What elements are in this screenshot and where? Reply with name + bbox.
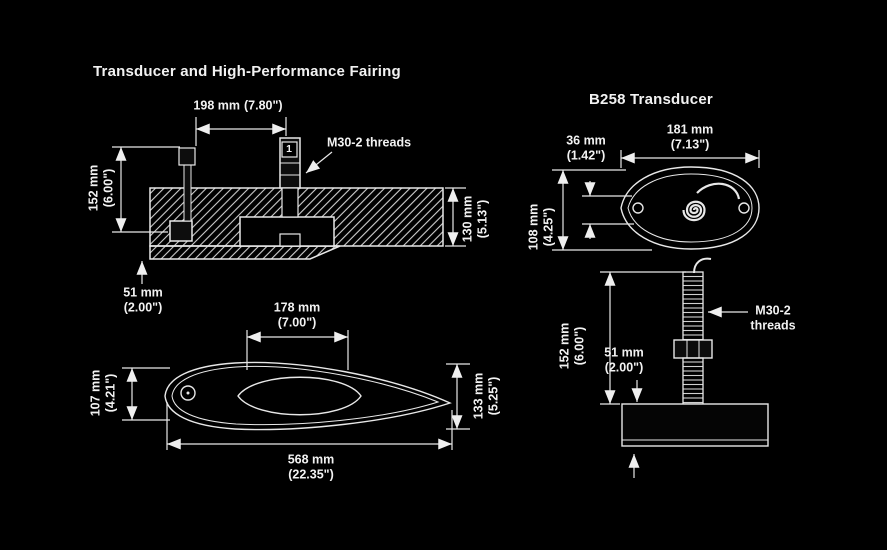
dim-mm: 108 mm xyxy=(526,203,541,251)
dim-mm: 568 mm xyxy=(287,452,335,467)
dim-mm: 152 mm xyxy=(557,322,572,370)
cable-coil xyxy=(682,200,706,222)
dim-fairing-stem-spacing: 198 mm(7.80") xyxy=(193,99,282,114)
dim-inches: (2.00") xyxy=(123,300,163,314)
threads-label-line1: M30-2 xyxy=(755,303,791,318)
dim-fairing-protrusion: 51 mm(2.00") xyxy=(123,285,163,315)
dim-mm: 51 mm xyxy=(604,345,644,360)
dim-fairing-overall-length: 568 mm(22.35") xyxy=(288,452,335,482)
dim-inches: (6.00") xyxy=(101,168,115,208)
cable-exit xyxy=(696,182,741,200)
callout-1: 1 xyxy=(286,143,292,155)
fairing-diagram-title: Transducer and High-Performance Fairing xyxy=(93,63,401,80)
dim-inches: (4.25") xyxy=(541,207,555,247)
dim-fairing-nose-width: 107 mm(4.21") xyxy=(88,370,118,417)
transducer-top-dimensions xyxy=(552,150,760,251)
dim-inches: (7.00") xyxy=(277,315,317,329)
dim-mm: 130 mm xyxy=(460,195,475,243)
dim-cavity-length: 178 mm(7.00") xyxy=(274,300,321,330)
dim-mm: 198 mm xyxy=(193,98,240,113)
dim-inches: (6.00") xyxy=(572,326,586,366)
dim-inches: (5.25") xyxy=(486,376,500,416)
dim-mm: 178 mm xyxy=(273,300,321,315)
dim-inches: (22.35") xyxy=(288,467,334,481)
dim-inches: (7.13") xyxy=(670,137,710,151)
dim-inches: (7.80") xyxy=(243,98,283,113)
dim-inches: (1.42") xyxy=(566,148,606,162)
fairing-side-dimensions xyxy=(112,117,466,284)
transducer-diagram-title: B258 Transducer xyxy=(589,91,713,108)
dim-stem-clearance: 51 mm(2.00") xyxy=(604,345,644,375)
dim-fairing-max-width: 133 mm(5.25") xyxy=(471,373,501,420)
dim-fairing-height: 152 mm(6.00") xyxy=(86,165,116,212)
fairing-top-view xyxy=(164,361,452,431)
dim-mm: 107 mm xyxy=(88,369,103,417)
dim-hull-thickness: 130 mm(5.13") xyxy=(460,196,490,243)
dim-mm: 36 mm xyxy=(566,133,606,148)
dim-mm: 51 mm xyxy=(123,285,163,300)
fairing-top-dimensions xyxy=(122,330,470,450)
dim-mm: 181 mm xyxy=(666,122,714,137)
transducer-side-dimensions xyxy=(600,271,748,478)
threads-label-line2: threads xyxy=(750,318,796,332)
dim-stem-height: 152 mm(6.00") xyxy=(557,323,587,370)
dim-transducer-width: 108 mm(4.25") xyxy=(526,204,556,251)
transducer-top-view xyxy=(620,166,760,250)
dim-transducer-length: 181 mm(7.13") xyxy=(667,122,714,152)
dim-inches: (2.00") xyxy=(604,360,644,374)
dim-transducer-hole-offset: 36 mm(1.42") xyxy=(566,133,606,163)
dim-mm: 133 mm xyxy=(471,372,486,420)
dim-inches: (4.21") xyxy=(103,373,117,413)
label-fairing-threads: M30-2 threads xyxy=(327,136,411,151)
fairing-side-view xyxy=(149,137,444,260)
threads-label-text: M30-2 threads xyxy=(326,135,412,150)
dim-mm: 152 mm xyxy=(86,164,101,212)
dim-inches: (5.13") xyxy=(475,199,489,239)
cable-stub xyxy=(693,257,712,274)
transducer-side-view xyxy=(621,257,769,447)
